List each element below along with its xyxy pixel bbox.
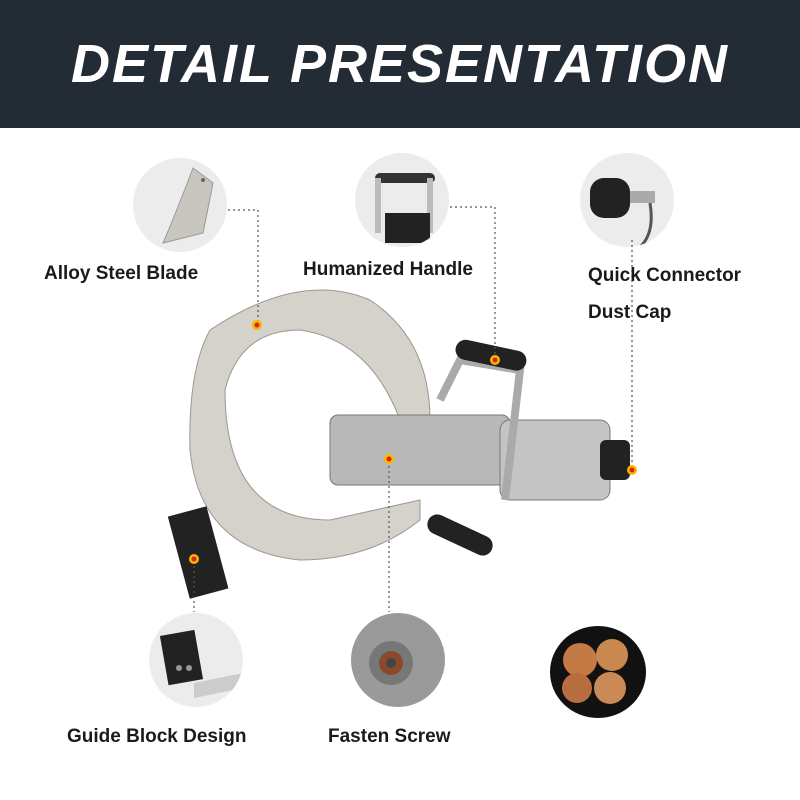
label-humanized-handle: Humanized Handle xyxy=(303,259,473,280)
page-title: DETAIL PRESENTATION xyxy=(70,34,730,94)
fasten-screw-detail-image xyxy=(351,613,445,707)
header-banner: DETAIL PRESENTATION xyxy=(0,0,800,128)
marker-dots xyxy=(189,320,637,564)
leader-lines xyxy=(193,206,633,612)
guide-block-detail-image xyxy=(149,613,243,707)
label-guide-block-design: Guide Block Design xyxy=(67,726,247,747)
label-dust-cap: Dust Cap xyxy=(588,302,672,323)
connector-detail-image xyxy=(580,153,674,247)
label-fasten-screw: Fasten Screw xyxy=(328,726,451,747)
handle-detail-image xyxy=(355,153,449,247)
label-alloy-steel-blade: Alloy Steel Blade xyxy=(44,263,199,284)
label-quick-connector: Quick Connector xyxy=(588,265,742,286)
cable-cross-section-image xyxy=(550,626,646,718)
blade-detail-image xyxy=(133,158,227,252)
